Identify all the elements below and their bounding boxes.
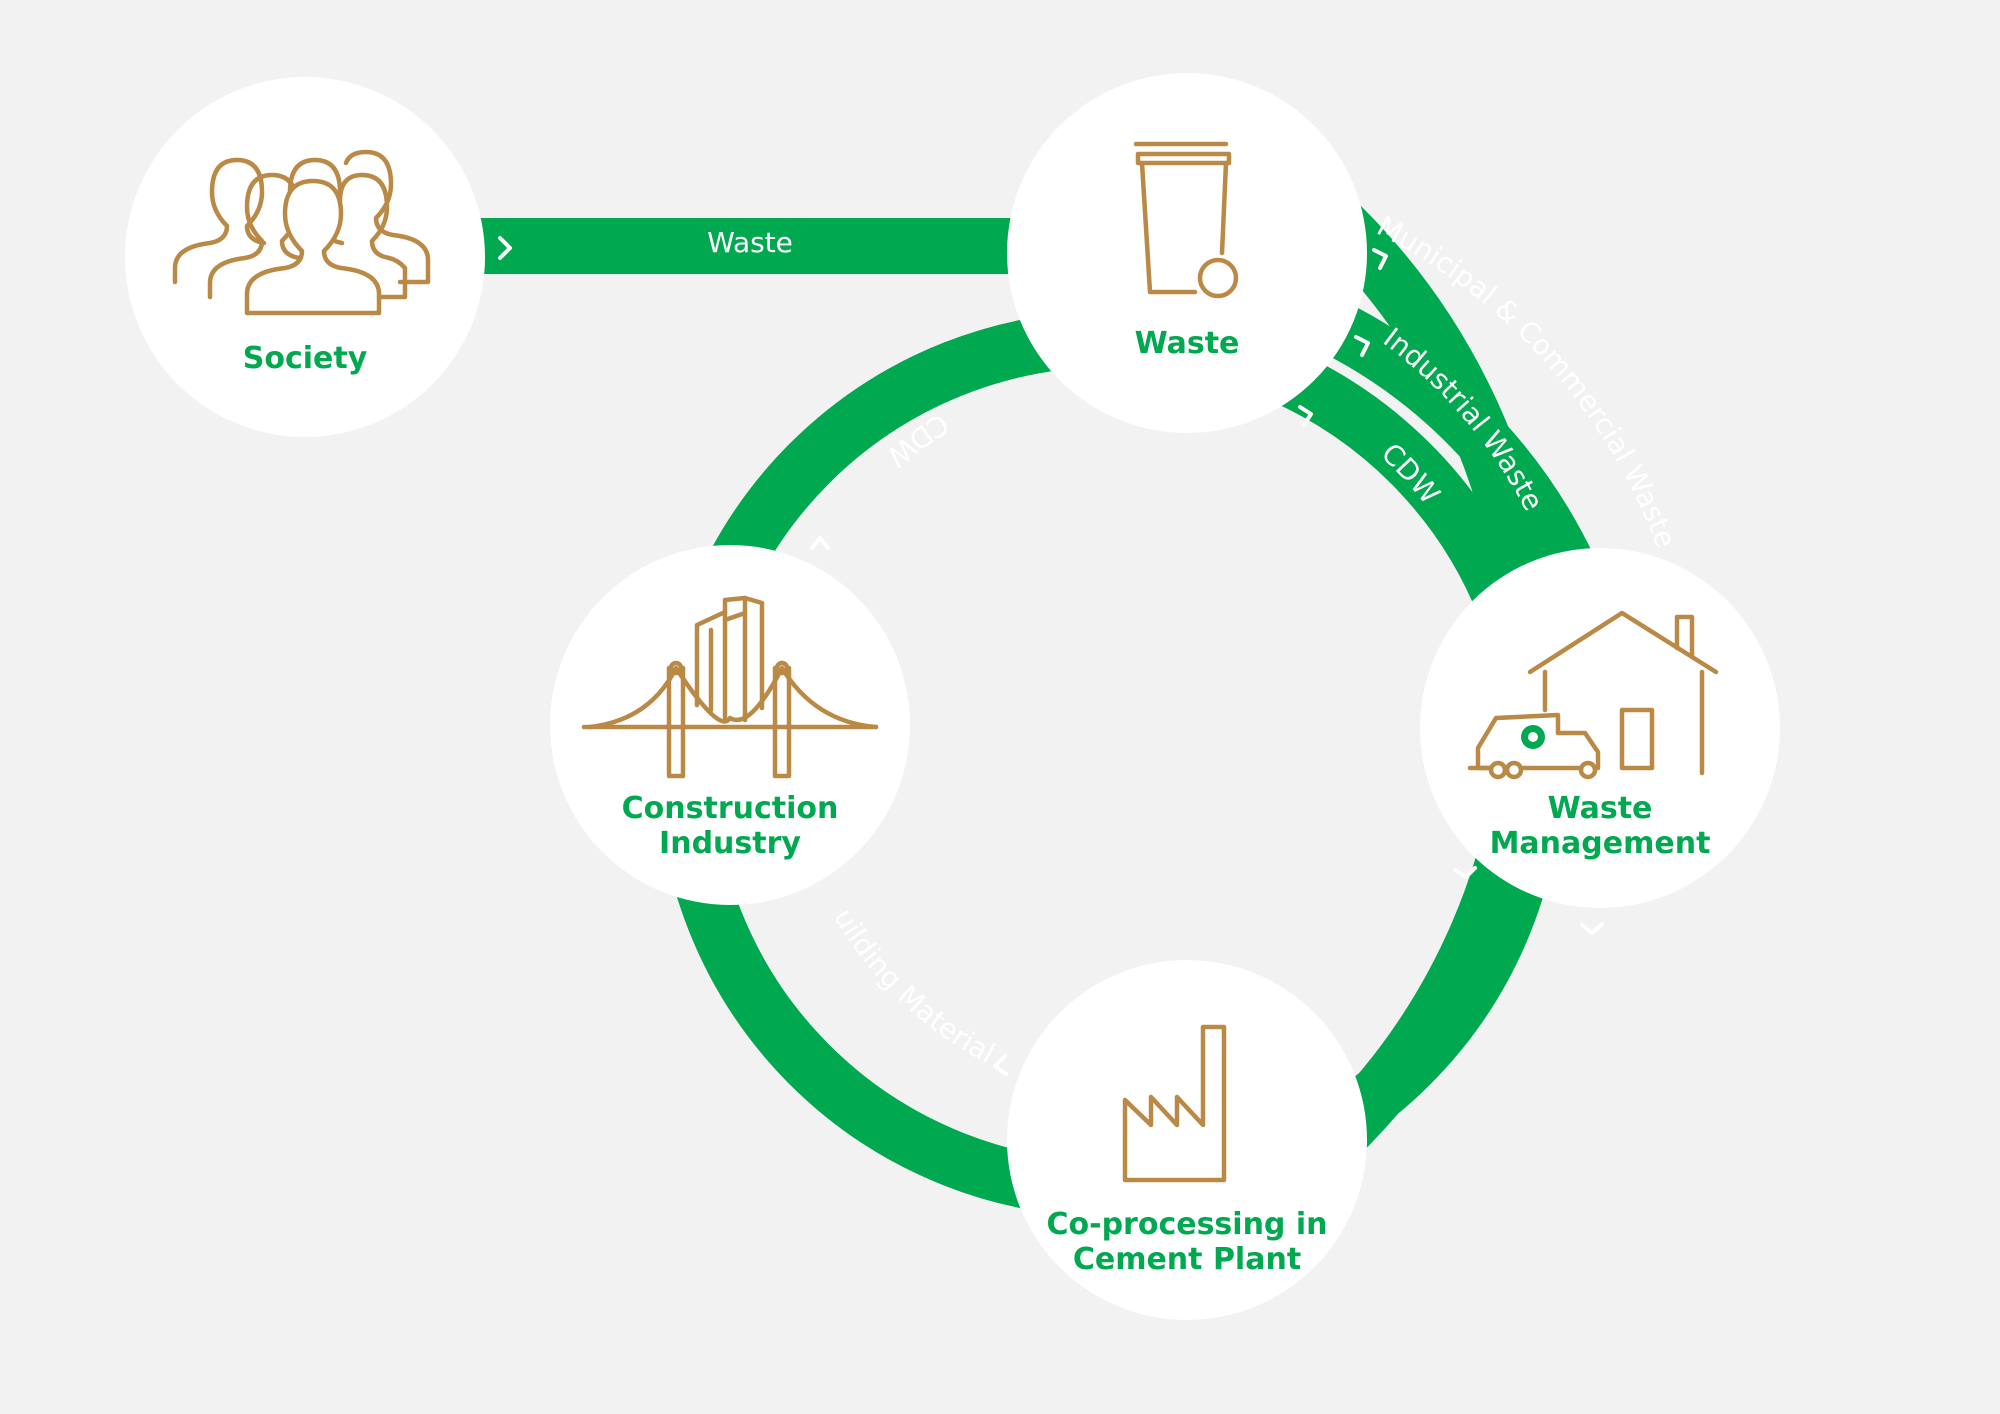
flow-label-waste: Waste — [707, 226, 793, 259]
people-group-icon — [172, 149, 431, 316]
chevron-right-icon — [1372, 248, 1388, 270]
node-label-construction: Construction — [622, 791, 839, 826]
bridge-buildings-icon — [581, 595, 879, 779]
chevron-right-icon — [1354, 335, 1370, 357]
chevron-right-icon — [1298, 405, 1313, 427]
node-coprocessing: Co-processing in Cement Plant — [1007, 960, 1367, 1320]
chevron-down-icon — [1580, 922, 1604, 935]
node-label-coprocessing-2: Cement Plant — [1073, 1242, 1301, 1277]
direction-chevrons — [498, 236, 1604, 1076]
factory-icon — [1122, 1024, 1227, 1183]
node-society: Society — [125, 77, 485, 437]
recycle-icon — [1521, 725, 1545, 749]
node-label-industry: Industry — [659, 826, 801, 861]
flow-label-building-materials: Building Materials — [0, 0, 1000, 1070]
wheelie-bin-icon — [1133, 141, 1239, 299]
node-label-waste: Waste — [1135, 326, 1240, 361]
node-label-society: Society — [243, 341, 368, 376]
node-construction-industry: Construction Industry — [550, 545, 910, 905]
chevron-up-icon — [810, 536, 830, 550]
node-label-coprocessing-1: Co-processing in — [1046, 1207, 1327, 1242]
node-label-waste-mgmt-1: Waste — [1548, 791, 1653, 826]
chevron-right-icon — [498, 236, 512, 260]
node-waste-management: Waste Management — [1420, 548, 1780, 908]
chevron-left-icon — [993, 1054, 1008, 1076]
house-garbage-truck-icon — [1467, 610, 1719, 780]
node-label-waste-mgmt-2: Management — [1490, 826, 1711, 861]
chevron-down-icon — [1453, 866, 1477, 879]
node-waste: Waste — [1007, 73, 1367, 433]
